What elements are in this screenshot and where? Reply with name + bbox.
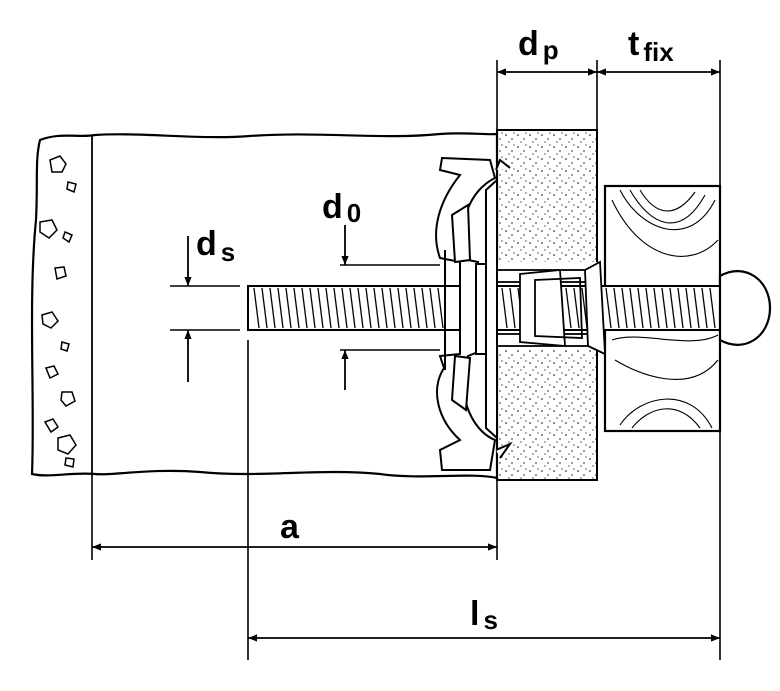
thread-line [389,287,396,329]
thread-line [621,287,628,329]
thread-line [253,287,260,329]
thread-line [293,287,300,329]
thread-line [325,287,332,329]
thread-line [373,287,380,329]
thread-line [421,287,428,329]
thread-line [693,287,700,329]
thread-line [365,287,372,329]
thread-line [605,287,612,329]
thread-line [669,287,676,329]
thread-line [269,287,276,329]
thread-line [653,287,660,329]
label-a: a [280,508,300,546]
anchor-sleeve [496,260,606,356]
thread-line [333,287,340,329]
thread-line [301,287,308,329]
thread-line [637,287,644,329]
thread-line [709,287,716,329]
thread-line [509,287,516,329]
thread-line [405,287,412,329]
thread-line [429,287,436,329]
aggregate-stones [39,155,77,468]
thread-line [413,287,420,329]
thread-line [309,287,316,329]
thread-line [645,287,652,329]
thread-line [685,287,692,329]
anchor-wings [435,156,513,471]
thread-line [261,287,268,329]
dimension-arrows [92,68,720,642]
thread-line [341,287,348,329]
thread-line [357,287,364,329]
thread-line [613,287,620,329]
thread-line [381,287,388,329]
thread-line [677,287,684,329]
thread-line [397,287,404,329]
thread-line [565,287,572,329]
thread-line [501,287,508,329]
thread-line [437,287,444,329]
thread-line [701,287,708,329]
thread-line [661,287,668,329]
thread-line [573,287,580,329]
thread-line [629,287,636,329]
thread-line [317,287,324,329]
thread-line [285,287,292,329]
thread-line [349,287,356,329]
thread-line [277,287,284,329]
